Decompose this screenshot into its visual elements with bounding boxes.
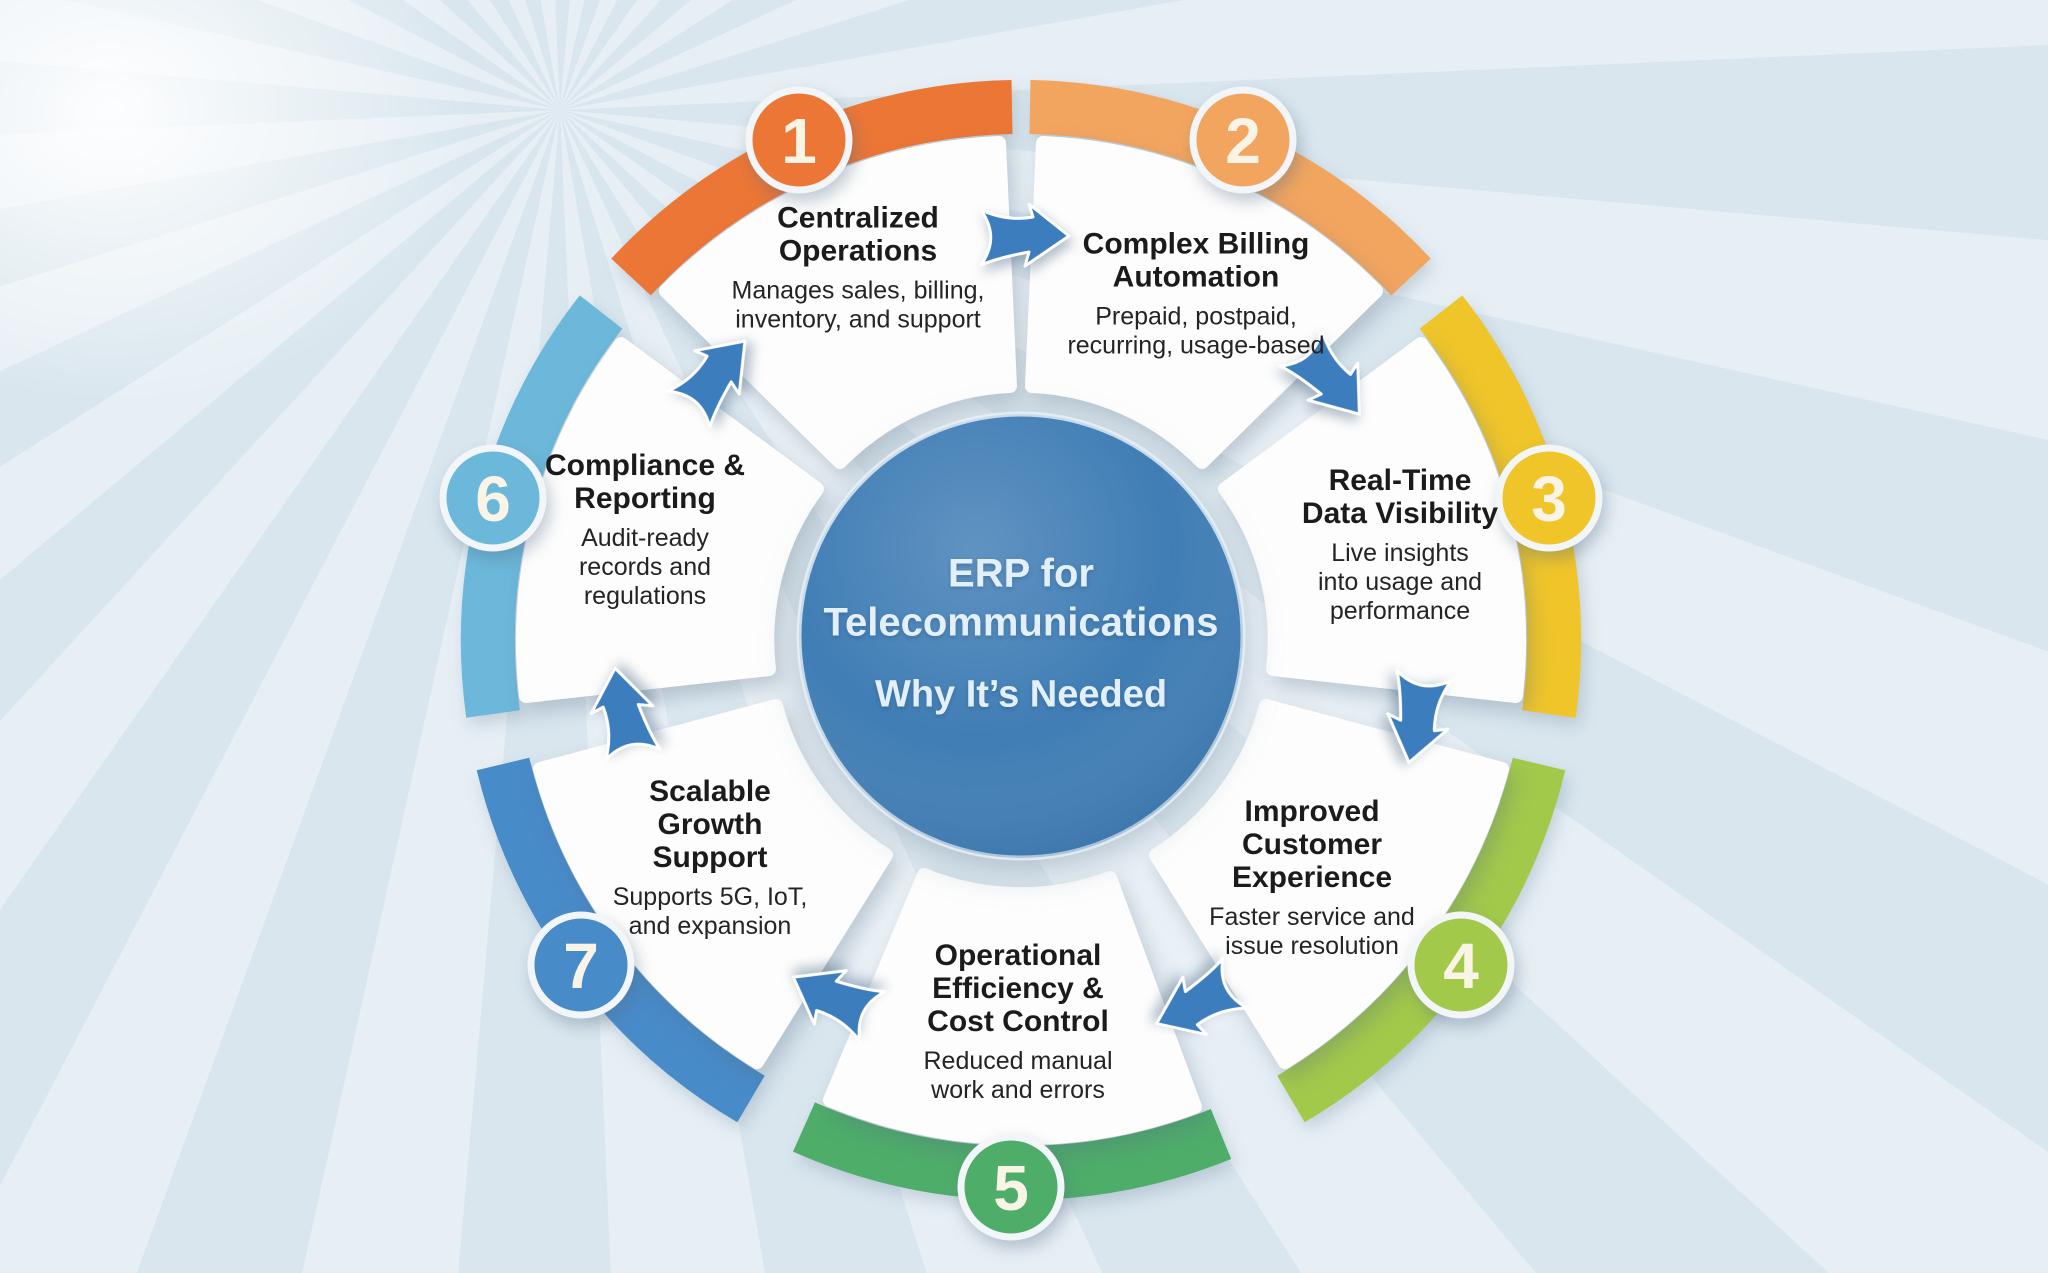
segment-6-text: Compliance & Reporting Audit-ready recor… xyxy=(500,449,790,611)
center-circle-shading xyxy=(799,414,1243,858)
center-title-block: ERP for Telecommunications Why It’s Need… xyxy=(786,550,1256,717)
segment-card-1 xyxy=(659,136,1017,469)
segment-badge-7: 7 xyxy=(527,911,635,1019)
badge-circle-5 xyxy=(957,1133,1065,1241)
segment-2-description: Prepaid, postpaid, recurring, usage-base… xyxy=(1067,302,1325,360)
segment-badge-3: 3 xyxy=(1495,444,1603,552)
segment-4-text: Improved Customer Experience Faster serv… xyxy=(1162,795,1462,961)
center-circle xyxy=(796,411,1246,861)
segment-badge-1: 1 xyxy=(745,86,853,194)
badge-circle-3 xyxy=(1495,444,1603,552)
badge-circle-6 xyxy=(439,444,547,552)
badge-circle-1 xyxy=(745,86,853,194)
badge-circle-2 xyxy=(1189,86,1297,194)
segment-3-description: Live insights into usage and performance xyxy=(1317,539,1483,625)
segment-badge-2: 2 xyxy=(1189,86,1297,194)
segment-5-title: Operational Efficiency & Cost Control xyxy=(927,939,1109,1038)
badge-number-2: 2 xyxy=(1225,105,1261,177)
segment-badge-6: 6 xyxy=(439,444,547,552)
segment-card-4 xyxy=(1149,699,1509,1069)
segment-badge-5: 5 xyxy=(957,1133,1065,1241)
badge-number-1: 1 xyxy=(781,105,817,177)
segment-1-description: Manages sales, billing, inventory, and s… xyxy=(731,276,985,334)
segment-7-text: Scalable Growth Support Supports 5G, IoT… xyxy=(570,775,850,941)
segment-card-2 xyxy=(1025,136,1383,469)
segment-2-title: Complex Billing Automation xyxy=(1082,227,1310,294)
center-title: ERP for Telecommunications xyxy=(823,551,1219,645)
badge-number-5: 5 xyxy=(993,1152,1029,1224)
badge-circle-7 xyxy=(527,911,635,1019)
segment-6-description: Audit-ready records and regulations xyxy=(578,524,712,610)
segment-4-description: Faster service and issue resolution xyxy=(1209,903,1415,960)
segment-1-title: Centralized Operations xyxy=(777,201,939,268)
segment-badge-4: 4 xyxy=(1407,911,1515,1019)
segment-2-text: Complex Billing Automation Prepaid, post… xyxy=(1016,228,1376,361)
segment-1-text: Centralized Operations Manages sales, bi… xyxy=(678,202,1038,335)
segment-7-title: Scalable Growth Support xyxy=(649,775,771,874)
segment-6-title: Compliance & Reporting xyxy=(544,449,746,515)
segment-4-title: Improved Customer Experience xyxy=(1231,795,1393,894)
segment-5-description: Reduced manual work and errors xyxy=(923,1047,1113,1104)
segment-card-7 xyxy=(533,699,893,1069)
badge-circle-4 xyxy=(1407,911,1515,1019)
segment-card-3 xyxy=(1218,337,1527,703)
segment-3-title: Real-Time Data Visibility xyxy=(1301,464,1499,530)
badge-number-7: 7 xyxy=(563,930,599,1002)
badge-number-6: 6 xyxy=(475,463,511,535)
segment-card-6 xyxy=(515,337,824,703)
segment-7-description: Supports 5G, IoT, and expansion xyxy=(612,883,808,940)
center-subtitle: Why It’s Needed xyxy=(874,673,1168,716)
segment-3-text: Real-Time Data Visibility Live insights … xyxy=(1250,464,1550,626)
segment-card-5 xyxy=(823,868,1202,1146)
badge-number-4: 4 xyxy=(1443,930,1479,1002)
segment-5-text: Operational Efficiency & Cost Control Re… xyxy=(868,939,1168,1105)
badge-number-3: 3 xyxy=(1531,463,1567,535)
